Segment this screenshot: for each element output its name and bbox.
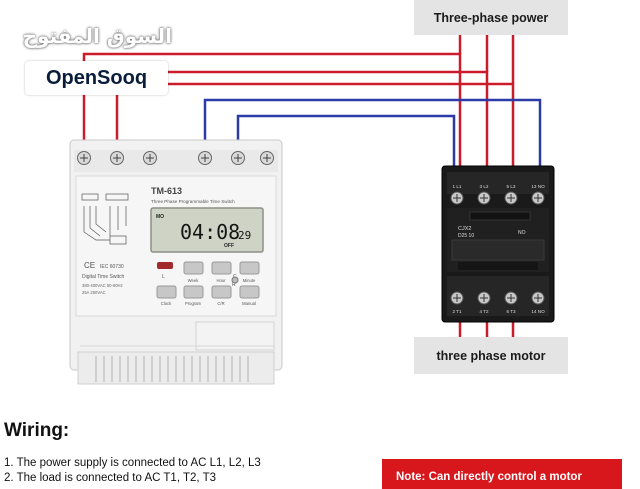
power-label-box: Three-phase power	[414, 0, 568, 35]
timer-button-program-label: Program	[185, 301, 202, 306]
timer-button-week[interactable]: Week	[183, 261, 204, 283]
timer-side-text: Digital Time Switch	[82, 274, 124, 280]
contactor-top-label-2: 3 L2	[480, 184, 489, 189]
timer-subtitle: Three Phase Programmable Time Switch	[151, 199, 235, 204]
contactor-top-label-3: 5 L3	[507, 184, 516, 189]
timer-button-clock[interactable]: Clock	[156, 285, 177, 306]
contactor-top-screw-1	[450, 191, 464, 205]
wiring-title: Wiring:	[4, 420, 70, 441]
note-text: Note: Can directly control a motor	[396, 471, 582, 483]
timer-button-program[interactable]: Program	[183, 285, 204, 306]
lcd-state: OFF	[224, 243, 234, 249]
timer-spec-2: 25A 250VAC	[82, 290, 106, 295]
contactor-bottom-label-1: 2 T1	[452, 309, 462, 314]
contactor-bottom-label-2: 4 T2	[479, 309, 489, 314]
opensooq-logo-text: OpenSooq	[45, 66, 148, 89]
status-led	[157, 262, 173, 269]
time-switch-device: CE IEC 60730 Digital Time Switch 380-400…	[69, 139, 283, 385]
contactor-top-label-4: 13 NO	[531, 184, 545, 189]
lcd-mode: MO	[156, 214, 164, 220]
wiring-steps: 1. The power supply is connected to AC L…	[4, 456, 261, 486]
watermark-arabic: السوق المفتوح	[22, 24, 172, 48]
blue-wires	[203, 98, 542, 190]
timer-screw-3	[143, 151, 157, 165]
reset-label: R	[232, 282, 236, 288]
red-wires	[82, 35, 515, 190]
timer-button-hour[interactable]: Hour	[211, 261, 232, 283]
timer-screw-1	[77, 151, 91, 165]
timer-standard: IEC 60730	[100, 264, 124, 270]
contactor-device: 1 L1 3 L2 5 L3 13 NO CJX2 D25 10 NO 2 T1…	[441, 165, 555, 323]
contactor-bottom-label-4: 14 NO	[531, 309, 545, 314]
timer-button-clock-label: Clock	[161, 301, 172, 306]
note-banner: Note: Can directly control a motor	[382, 459, 622, 489]
timer-button-manual[interactable]: Manual	[239, 285, 260, 306]
timer-spec-1: 380-400VAC 50-60Hz	[82, 283, 123, 288]
contactor-bottom-screw-1	[450, 291, 464, 305]
led-label: L	[162, 274, 165, 280]
contactor-top-screw-3	[504, 191, 518, 205]
lcd-seconds: 29	[238, 229, 251, 242]
timer-screw-6	[260, 151, 274, 165]
lcd-time: 04:08	[180, 220, 240, 244]
timer-button-manual-label: Manual	[242, 301, 256, 306]
wiring-step: 2. The load is connected to AC T1, T2, T…	[4, 472, 217, 484]
contactor-top-screw-2	[477, 191, 491, 205]
timer-ce-mark: CE	[84, 261, 95, 270]
lcd-display: MO 04:08 29 OFF	[150, 207, 264, 253]
power-label: Three-phase power	[434, 11, 549, 25]
timer-button-minute[interactable]: Minute	[239, 261, 260, 283]
reset-hole[interactable]	[231, 276, 239, 284]
timer-button-cr-label: C/R	[217, 301, 224, 306]
timer-screw-2	[110, 151, 124, 165]
wiring-step: 1. The power supply is connected to AC L…	[4, 457, 261, 469]
contactor-top-screw-4	[531, 191, 545, 205]
motor-label: three phase motor	[436, 349, 545, 363]
contactor-model-1: CJX2	[458, 226, 471, 232]
contactor-bottom-label-3: 6 T3	[506, 309, 516, 314]
timer-button-minute-label: Minute	[243, 278, 256, 283]
contactor-aux-label: NO	[518, 230, 526, 236]
opensooq-logo: OpenSooq	[25, 61, 168, 95]
timer-model: TM-613	[151, 186, 182, 196]
circuit-schematic	[81, 193, 129, 245]
timer-button-hour-label: Hour	[216, 278, 226, 283]
contactor-bottom-screw-3	[504, 291, 518, 305]
contactor-bottom-screw-4	[531, 291, 545, 305]
motor-label-box: three phase motor	[414, 337, 568, 374]
contactor-model-2: D25 10	[458, 233, 474, 239]
timer-button-week-label: Week	[188, 278, 200, 283]
contactor-top-label-1: 1 L1	[453, 184, 462, 189]
timer-screw-5	[231, 151, 245, 165]
contactor-bottom-screw-2	[477, 291, 491, 305]
timer-button-cr[interactable]: C/R	[211, 285, 232, 306]
timer-screw-4	[198, 151, 212, 165]
